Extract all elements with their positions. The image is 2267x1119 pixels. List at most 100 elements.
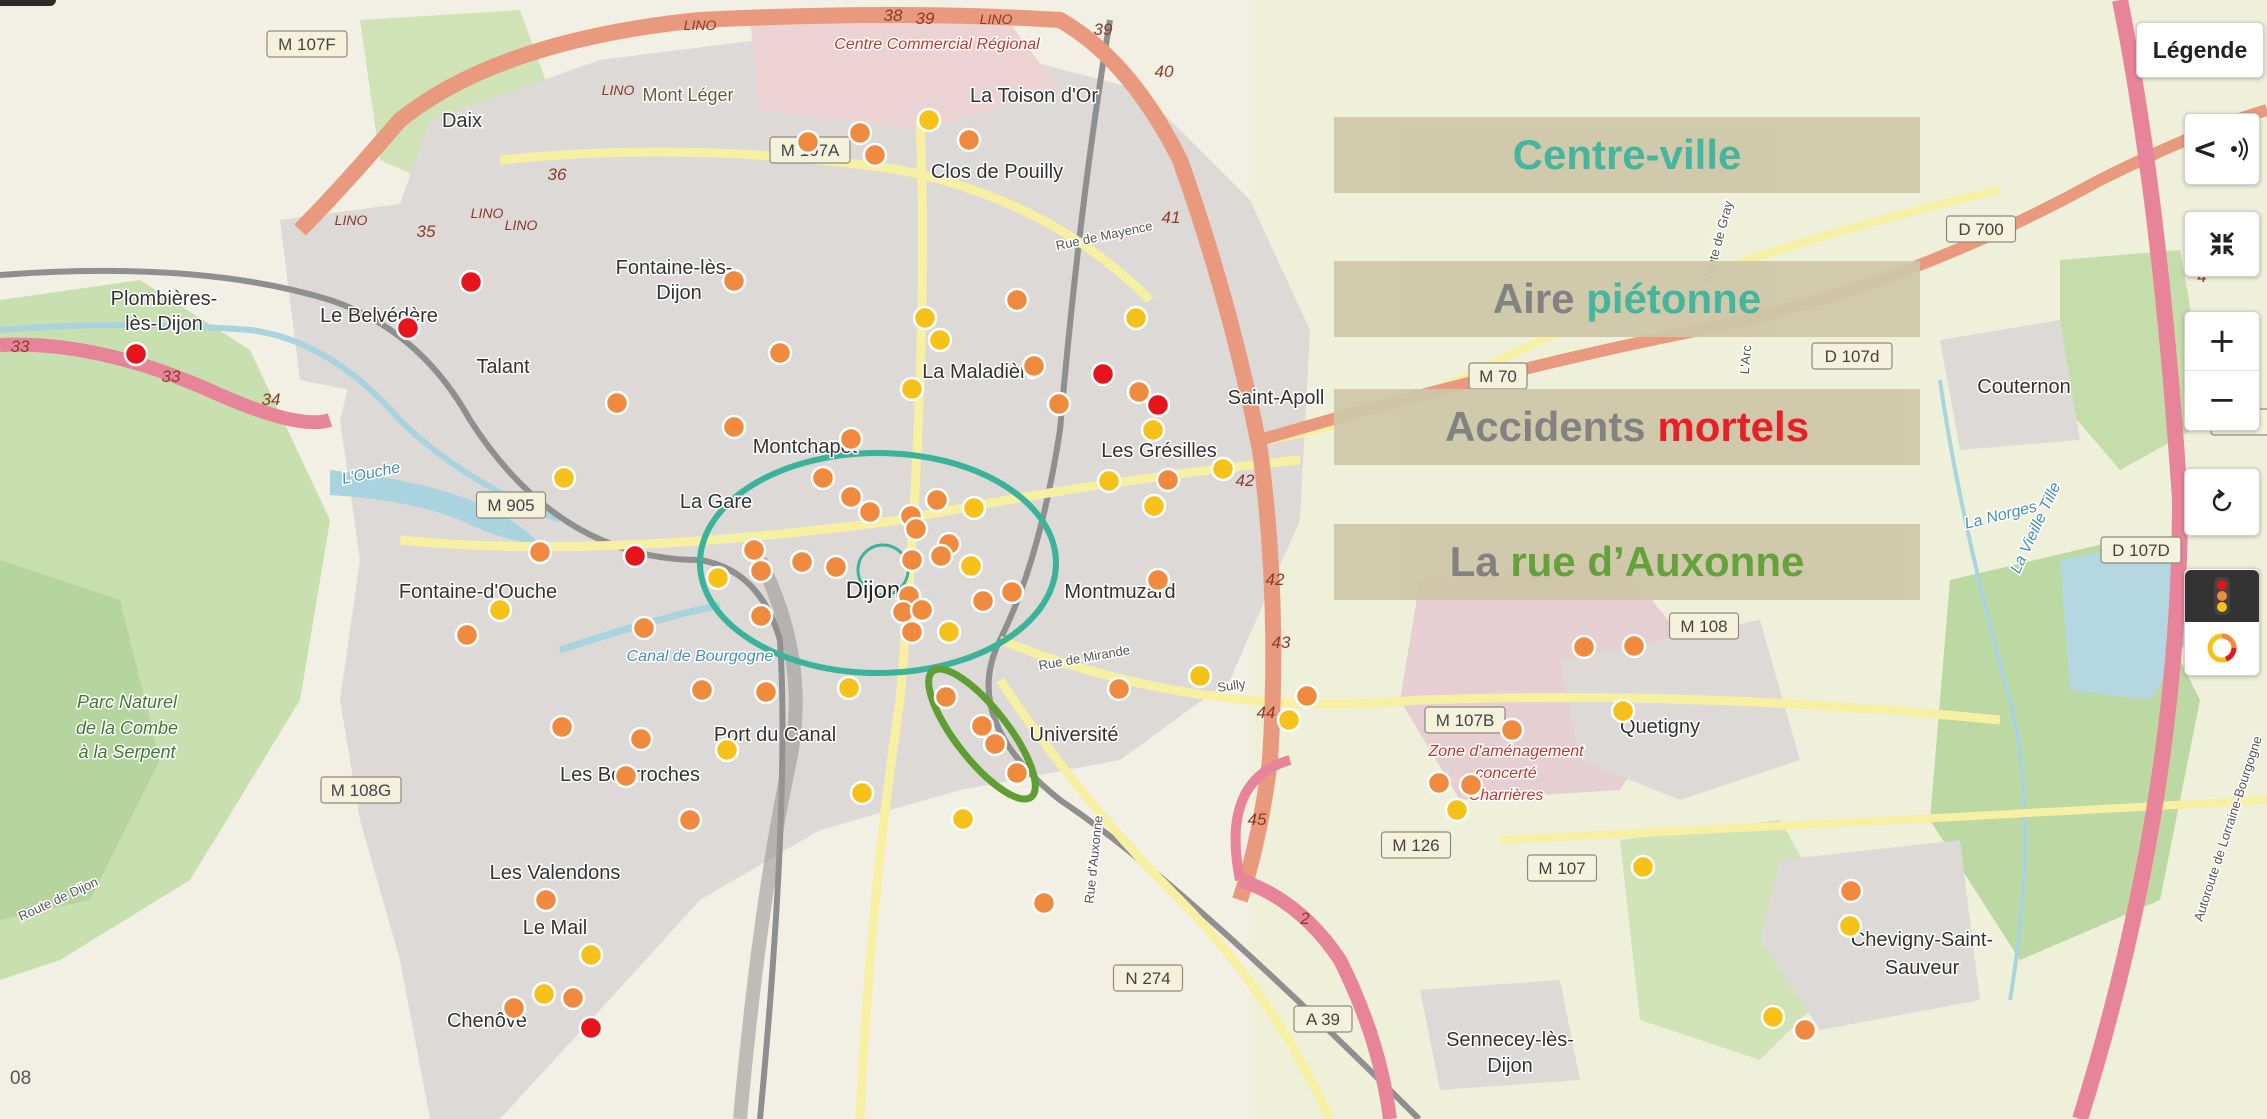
accident-marker-serious[interactable] (753, 679, 779, 705)
accident-marker-serious[interactable] (1458, 772, 1484, 798)
accident-marker-serious[interactable] (956, 127, 982, 153)
accident-marker-serious[interactable] (1792, 1017, 1818, 1043)
accident-marker-light[interactable] (912, 305, 938, 331)
accident-marker-serious[interactable] (838, 484, 864, 510)
accident-marker-serious[interactable] (631, 615, 657, 641)
accident-marker-light[interactable] (1123, 305, 1149, 331)
accident-marker-serious[interactable] (689, 677, 715, 703)
accident-marker-light[interactable] (1837, 913, 1863, 939)
accident-marker-fatal[interactable] (395, 315, 421, 341)
accident-marker-light[interactable] (1630, 854, 1656, 880)
accident-marker-fatal[interactable] (123, 341, 149, 367)
accident-marker-serious[interactable] (969, 713, 995, 739)
traffic-light-button[interactable] (2185, 570, 2259, 622)
accident-marker-light[interactable] (1276, 707, 1302, 733)
accident-marker-serious[interactable] (1621, 633, 1647, 659)
accident-marker-serious[interactable] (721, 268, 747, 294)
accident-marker-fatal[interactable] (458, 269, 484, 295)
accident-marker-serious[interactable] (982, 731, 1008, 757)
accident-marker-serious[interactable] (810, 465, 836, 491)
accident-marker-serious[interactable] (899, 619, 925, 645)
accident-marker-light[interactable] (961, 495, 987, 521)
accident-marker-light[interactable] (1760, 1004, 1786, 1030)
accident-marker-serious[interactable] (767, 340, 793, 366)
accident-marker-serious[interactable] (741, 537, 767, 563)
accident-marker-serious[interactable] (823, 554, 849, 580)
accident-marker-serious[interactable] (1004, 287, 1030, 313)
accident-marker-serious[interactable] (795, 129, 821, 155)
accident-marker-serious[interactable] (1838, 878, 1864, 904)
accident-marker-light[interactable] (950, 806, 976, 832)
accident-marker-light[interactable] (531, 981, 557, 1007)
accident-marker-light[interactable] (927, 327, 953, 353)
fullscreen-button[interactable] (2184, 211, 2260, 277)
accident-marker-serious[interactable] (1294, 683, 1320, 709)
accident-marker-serious[interactable] (928, 543, 954, 569)
accident-marker-fatal[interactable] (578, 1015, 604, 1041)
sidebar-toggle-button[interactable]: < (2184, 113, 2260, 185)
accident-marker-light[interactable] (836, 675, 862, 701)
accident-marker-light[interactable] (578, 942, 604, 968)
accident-marker-serious[interactable] (1155, 467, 1181, 493)
accident-marker-serious[interactable] (1145, 567, 1171, 593)
accident-marker-serious[interactable] (933, 684, 959, 710)
accident-marker-serious[interactable] (847, 120, 873, 146)
accident-marker-fatal[interactable] (622, 543, 648, 569)
accident-marker-light[interactable] (899, 376, 925, 402)
accident-marker-fatal[interactable] (1145, 392, 1171, 418)
accident-marker-serious[interactable] (999, 579, 1025, 605)
accident-marker-light[interactable] (958, 553, 984, 579)
accident-marker-light[interactable] (705, 565, 731, 591)
accident-marker-serious[interactable] (899, 547, 925, 573)
accident-marker-light[interactable] (849, 780, 875, 806)
reset-view-button[interactable] (2184, 468, 2260, 536)
accident-marker-serious[interactable] (862, 142, 888, 168)
accident-marker-light[interactable] (551, 465, 577, 491)
accident-marker-serious[interactable] (909, 597, 935, 623)
accident-marker-serious[interactable] (1106, 676, 1132, 702)
zoom-in-button[interactable]: + (2207, 321, 2237, 361)
accident-marker-light[interactable] (1444, 797, 1470, 823)
accident-marker-serious[interactable] (533, 887, 559, 913)
accident-marker-serious[interactable] (1126, 379, 1152, 405)
accident-marker-light[interactable] (1140, 417, 1166, 443)
accident-marker-serious[interactable] (1031, 890, 1057, 916)
accident-marker-serious[interactable] (1499, 717, 1525, 743)
accident-marker-serious[interactable] (1004, 760, 1030, 786)
accident-marker-serious[interactable] (748, 603, 774, 629)
accident-marker-serious[interactable] (970, 588, 996, 614)
accident-marker-light[interactable] (487, 597, 513, 623)
zoom-out-button[interactable]: − (2207, 380, 2237, 420)
accident-marker-serious[interactable] (1426, 770, 1452, 796)
accident-marker-serious[interactable] (677, 807, 703, 833)
accident-marker-serious[interactable] (628, 726, 654, 752)
accident-marker-serious[interactable] (560, 985, 586, 1011)
accident-marker-light[interactable] (936, 619, 962, 645)
accident-marker-serious[interactable] (1046, 391, 1072, 417)
accident-marker-serious[interactable] (501, 995, 527, 1021)
accident-marker-light[interactable] (1096, 468, 1122, 494)
accident-marker-light[interactable] (1210, 456, 1236, 482)
accident-marker-light[interactable] (1187, 663, 1213, 689)
accident-marker-serious[interactable] (454, 622, 480, 648)
ring-chart-button[interactable] (2185, 622, 2259, 674)
accident-marker-serious[interactable] (613, 763, 639, 789)
accident-marker-serious[interactable] (748, 558, 774, 584)
accident-marker-serious[interactable] (789, 549, 815, 575)
accident-marker-serious[interactable] (1021, 353, 1047, 379)
accident-marker-serious[interactable] (549, 714, 575, 740)
accident-marker-serious[interactable] (604, 390, 630, 416)
legend-button[interactable]: Légende (2136, 22, 2264, 78)
accident-marker-serious[interactable] (721, 414, 747, 440)
accident-marker-fatal[interactable] (1090, 361, 1116, 387)
accident-marker-serious[interactable] (924, 487, 950, 513)
accident-marker-light[interactable] (916, 107, 942, 133)
accident-marker-light[interactable] (1610, 698, 1636, 724)
accident-marker-serious[interactable] (903, 516, 929, 542)
accident-marker-serious[interactable] (857, 499, 883, 525)
accident-marker-serious[interactable] (527, 539, 553, 565)
accident-marker-serious[interactable] (1571, 634, 1597, 660)
accident-marker-light[interactable] (1141, 493, 1167, 519)
accident-marker-serious[interactable] (838, 426, 864, 452)
